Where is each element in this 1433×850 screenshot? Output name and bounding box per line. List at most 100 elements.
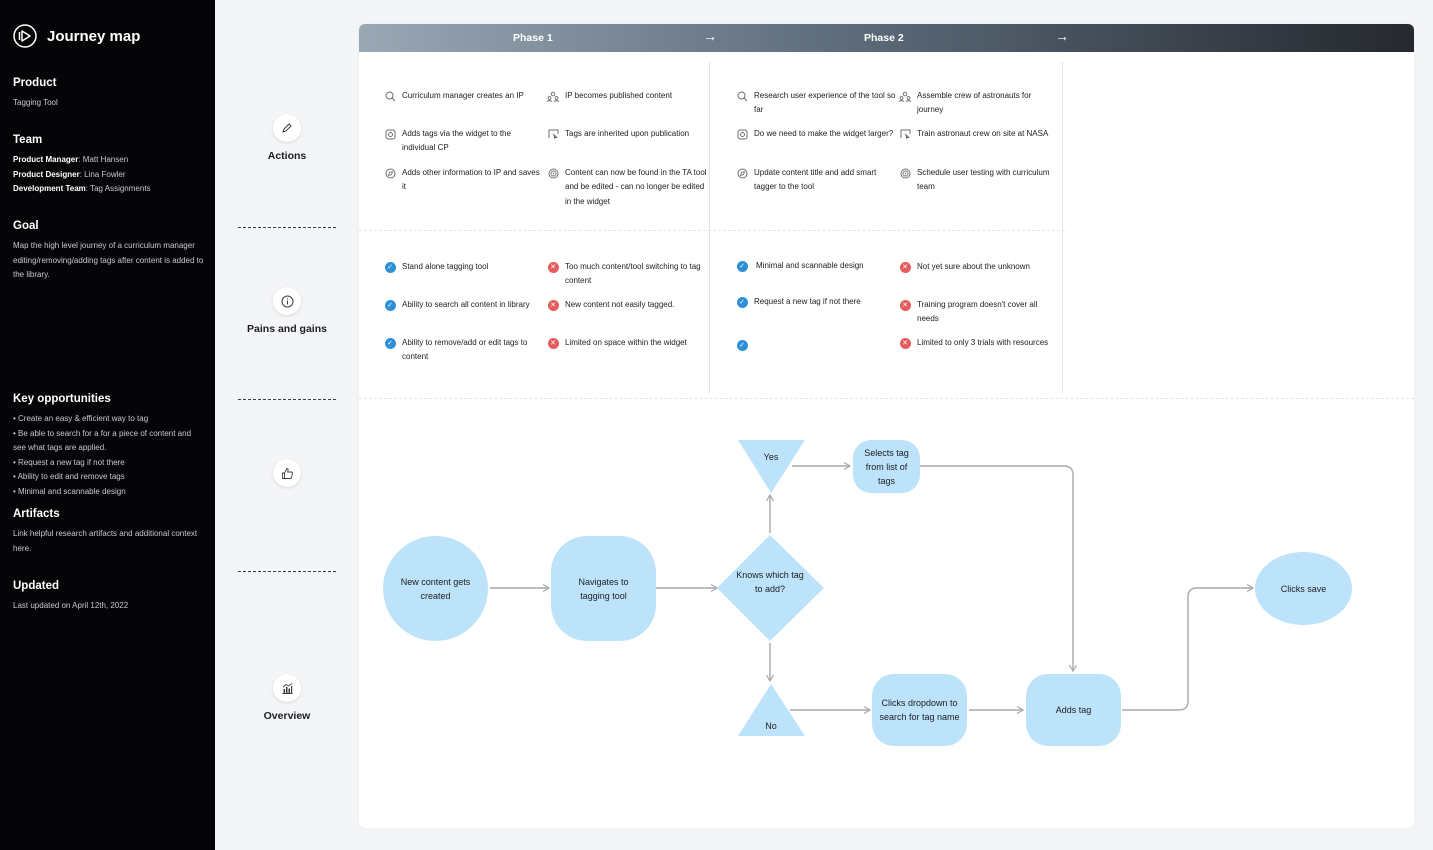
node-new-content[interactable]: New content gets created	[383, 536, 488, 641]
no-triangle	[738, 684, 805, 736]
tag-icon	[384, 128, 396, 140]
opportunities-heading: Key opportunities	[13, 393, 111, 405]
flow-connectors	[490, 440, 1414, 736]
goal-heading: Goal	[13, 220, 39, 232]
pencil-icon[interactable]	[273, 114, 301, 142]
pain-item: ✕ Limited on space within the widget	[547, 336, 707, 350]
action-item: Train astronaut crew on site at NASA	[899, 127, 1059, 141]
target-icon	[547, 167, 559, 179]
gain-item: ✓ Minimal and scannable design	[736, 259, 896, 273]
row-divider	[238, 571, 336, 572]
check-icon: ✓	[384, 337, 396, 349]
opportunity-item: • Be able to search for a for a piece of…	[13, 428, 192, 453]
node-clicks-dropdown[interactable]: Clicks dropdown to search for tag name	[872, 674, 967, 746]
search-icon	[736, 90, 748, 102]
node-no-label[interactable]: No	[765, 721, 777, 731]
pain-item: ✕ Not yet sure about the unknown	[899, 260, 1059, 274]
action-item: Curriculum manager creates an IP	[384, 89, 544, 103]
x-icon: ✕	[899, 337, 911, 349]
node-knows-label[interactable]: Knows which tag to add?	[736, 570, 804, 594]
x-icon: ✕	[547, 337, 559, 349]
journey-map-card: Phase 1 → Phase 2 → Curriculum manager c…	[359, 24, 1414, 828]
action-item: Do we need to make the widget larger?	[736, 127, 896, 141]
opportunity-item: • Request a new tag if not there	[13, 457, 125, 467]
row-divider	[238, 399, 336, 400]
team-member: Product Manager: Matt Hansen	[13, 155, 129, 164]
row-divider	[238, 227, 336, 228]
cursor-icon	[899, 128, 911, 140]
people-icon	[547, 90, 559, 102]
compass-icon	[384, 167, 396, 179]
product-heading: Product	[13, 77, 57, 89]
x-icon: ✕	[547, 261, 559, 273]
check-icon: ✓	[384, 299, 396, 311]
check-icon: ✓	[736, 296, 748, 308]
phase-1-label[interactable]: Phase 1	[513, 32, 553, 44]
arrow-right-icon: →	[703, 28, 717, 44]
opportunities-section: Key opportunities • Create an easy & eff…	[13, 393, 205, 499]
chart-icon[interactable]	[273, 674, 301, 702]
node-yes-label[interactable]: Yes	[763, 452, 779, 462]
gain-item: ✓ Request a new tag if not there	[736, 295, 896, 309]
phase-divider	[709, 62, 710, 393]
action-item: IP becomes published content	[547, 89, 707, 103]
team-member: Product Designer: Lina Fowler	[13, 169, 126, 179]
updated-text: Last updated on April 12th, 2022	[13, 601, 129, 610]
action-item: Tags are inherited upon publication	[547, 127, 707, 141]
connector	[1122, 588, 1253, 711]
node-selects-tag[interactable]: Selects tag from list of tags	[853, 440, 920, 493]
row-overview: Overview	[207, 674, 367, 722]
product-section: Product Tagging Tool	[13, 77, 205, 111]
node-navigates[interactable]: Navigates to tagging tool	[551, 536, 656, 641]
row-pains-gains: Pains and gains	[207, 287, 367, 335]
phase-divider	[1062, 62, 1063, 393]
play-logo-icon	[13, 24, 37, 48]
opportunity-item: • Minimal and scannable design	[13, 486, 126, 496]
action-item: Adds other information to IP and saves i…	[384, 166, 544, 195]
updated-heading: Updated	[13, 580, 59, 592]
opportunity-item: • Create an easy & efficient way to tag	[13, 414, 149, 423]
arrow-right-icon: →	[1055, 28, 1069, 44]
check-icon: ✓	[384, 261, 396, 273]
thumbs-up-icon[interactable]	[273, 459, 301, 487]
row-actions: Actions	[207, 114, 367, 162]
tag-icon	[736, 128, 748, 140]
artifacts-heading: Artifacts	[13, 508, 60, 520]
check-icon: ✓	[736, 339, 748, 351]
x-icon: ✕	[547, 299, 559, 311]
opportunity-item: • Ability to edit and remove tags	[13, 472, 125, 481]
artifacts-section: Artifacts Link helpful research artifact…	[13, 508, 205, 556]
section-divider	[359, 398, 1414, 399]
connector	[920, 465, 1073, 671]
info-icon[interactable]	[273, 287, 301, 315]
phase-2-label[interactable]: Phase 2	[864, 32, 904, 44]
target-icon	[899, 167, 911, 179]
product-value: Tagging Tool	[13, 98, 58, 107]
x-icon: ✕	[899, 261, 911, 273]
section-divider	[359, 230, 1065, 231]
app-title: Journey map	[47, 27, 141, 45]
phase-header: Phase 1 → Phase 2 →	[359, 24, 1414, 52]
people-icon	[899, 90, 911, 102]
goal-section: Goal Map the high level journey of a cur…	[13, 220, 205, 283]
pain-item: ✕ Limited to only 3 trials with resource…	[899, 336, 1059, 350]
action-item: Research user experience of the tool so …	[736, 89, 896, 118]
row-actions-label: Actions	[267, 150, 307, 162]
node-adds-tag[interactable]: Adds tag	[1026, 674, 1121, 746]
search-icon	[384, 90, 396, 102]
app-header: Journey map	[13, 24, 140, 48]
team-member: Development Team: Tag Assignments	[13, 184, 151, 193]
row-overview-label: Overview	[263, 710, 311, 722]
action-item: Adds tags via the widget to the individu…	[384, 127, 544, 156]
gain-item: ✓ Stand alone tagging tool	[384, 260, 544, 274]
compass-icon	[736, 167, 748, 179]
sidebar: Journey map Product Tagging Tool Team Pr…	[0, 0, 215, 850]
updated-section: Updated Last updated on April 12th, 2022	[13, 580, 205, 614]
node-clicks-save[interactable]: Clicks save	[1255, 552, 1352, 625]
artifacts-text[interactable]: Link helpful research artifacts and addi…	[13, 529, 198, 553]
pain-item: ✕ New content not easily tagged.	[547, 298, 707, 312]
row-pains-gains-label: Pains and gains	[247, 323, 327, 335]
goal-text: Map the high level journey of a curricul…	[13, 241, 204, 279]
action-item: Assemble crew of astronauts for journey	[899, 89, 1059, 118]
decision-diamond	[717, 535, 824, 641]
